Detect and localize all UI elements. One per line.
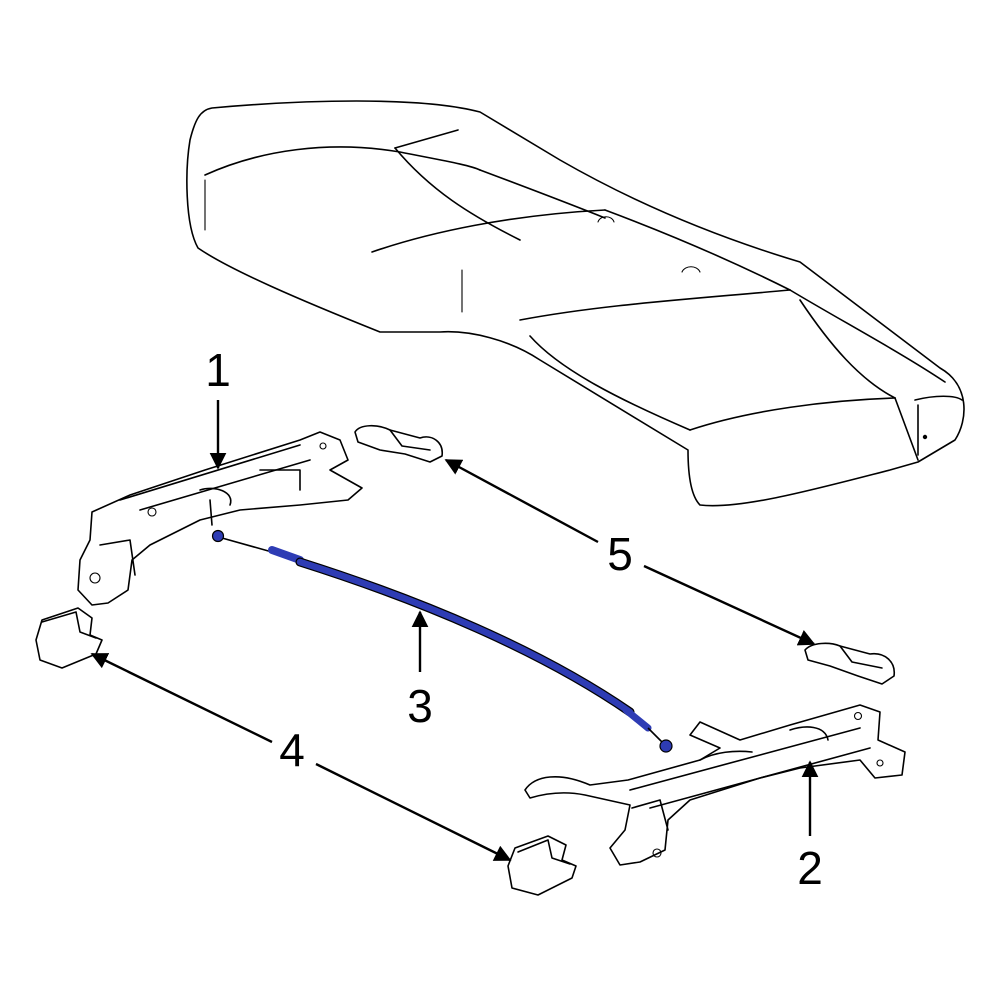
leader-lines	[90, 400, 819, 862]
seat-track-right	[524, 704, 906, 866]
callout-5: 5	[607, 528, 633, 580]
track-cover-right	[507, 835, 577, 896]
leader-4a	[90, 652, 273, 744]
seat-track-left	[77, 431, 363, 606]
seat-cushion	[186, 100, 965, 507]
track-cover-left	[35, 607, 103, 669]
callout-3: 3	[407, 680, 433, 732]
callout-1: 1	[205, 344, 231, 396]
trim-piece-lower	[804, 642, 895, 685]
release-cable	[211, 529, 673, 753]
leader-5a	[444, 458, 599, 544]
leader-4b	[315, 762, 512, 862]
leader-5b	[643, 564, 816, 646]
callout-2: 2	[797, 842, 823, 894]
callout-4: 4	[279, 724, 305, 776]
trim-piece-upper	[354, 424, 443, 463]
